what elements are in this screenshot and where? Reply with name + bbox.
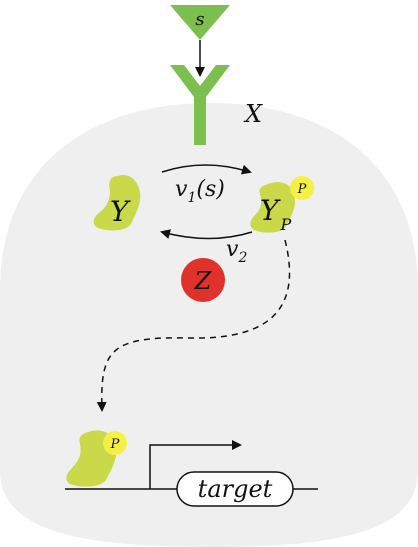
bound-phospho-badge xyxy=(103,431,127,455)
rate-backward-label: v2 xyxy=(226,237,247,266)
rate-forward-subscript: 1 xyxy=(187,190,196,206)
protein-yp-subscript: P xyxy=(279,215,291,234)
forward-reaction-arrow xyxy=(161,164,252,175)
rate-backward-subscript: 2 xyxy=(237,250,247,266)
signal-triangle xyxy=(170,5,230,40)
protein-y: Y xyxy=(93,174,141,231)
target-gene-label: target xyxy=(198,475,273,503)
receptor-label: X xyxy=(243,100,263,128)
bound-phospho-label: P xyxy=(110,437,120,452)
translocation-path xyxy=(96,239,291,412)
target-gene: target xyxy=(176,471,294,507)
protein-yp-shape xyxy=(250,182,296,233)
rate-forward-label: v1(s) xyxy=(175,177,225,206)
receptor-shape xyxy=(170,65,230,145)
target-gene-box xyxy=(176,471,294,507)
phospho-badge-label: P xyxy=(297,182,307,197)
bound-protein: P xyxy=(66,430,127,487)
protein-z-shape xyxy=(181,258,225,302)
protein-y-shape xyxy=(93,174,141,231)
signal-label: s xyxy=(195,9,204,30)
protein-z: Z xyxy=(181,258,225,302)
receptor-x: X xyxy=(170,65,263,145)
backward-reaction-arrow xyxy=(160,229,253,240)
phospho-badge xyxy=(290,176,314,200)
protein-z-label: Z xyxy=(194,267,213,295)
signal-s: s xyxy=(170,5,230,40)
promoter-arrow xyxy=(149,440,242,489)
protein-y-label: Y xyxy=(110,195,131,228)
